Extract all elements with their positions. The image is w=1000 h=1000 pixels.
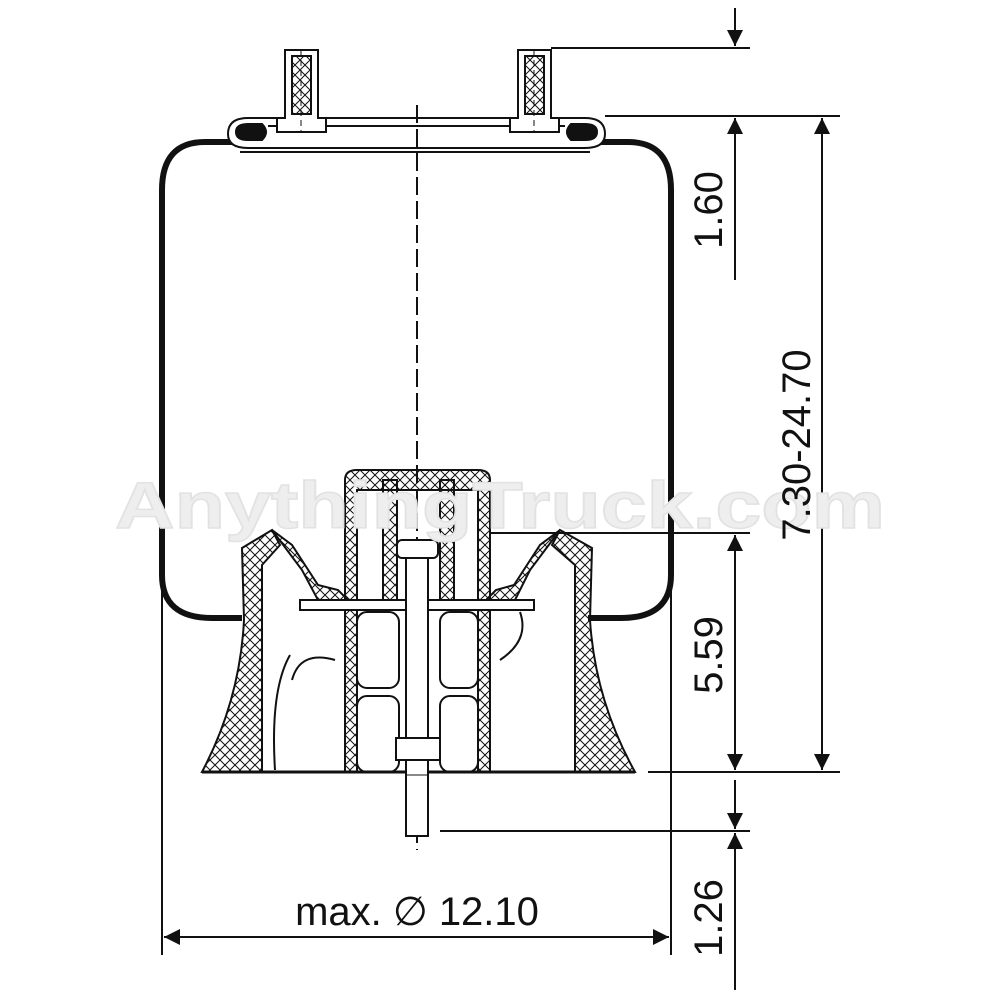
dimension-arrows — [164, 8, 830, 990]
dim-label-height-range: 7.30-24.70 — [775, 349, 819, 540]
dim-label-max-diameter: max. ∅ 12.10 — [295, 890, 539, 934]
dim-label-bottom-stud: 1.26 — [687, 879, 731, 957]
center-bolt — [395, 539, 441, 837]
dim-label-piston-height: 5.59 — [687, 616, 731, 694]
dim-label-top-stud: 1.60 — [687, 171, 731, 249]
top-stud-right — [509, 49, 560, 133]
extension-lines — [161, 47, 840, 955]
top-stud-left — [276, 49, 327, 133]
watermark-text: AnythingTruck.com — [115, 468, 885, 542]
